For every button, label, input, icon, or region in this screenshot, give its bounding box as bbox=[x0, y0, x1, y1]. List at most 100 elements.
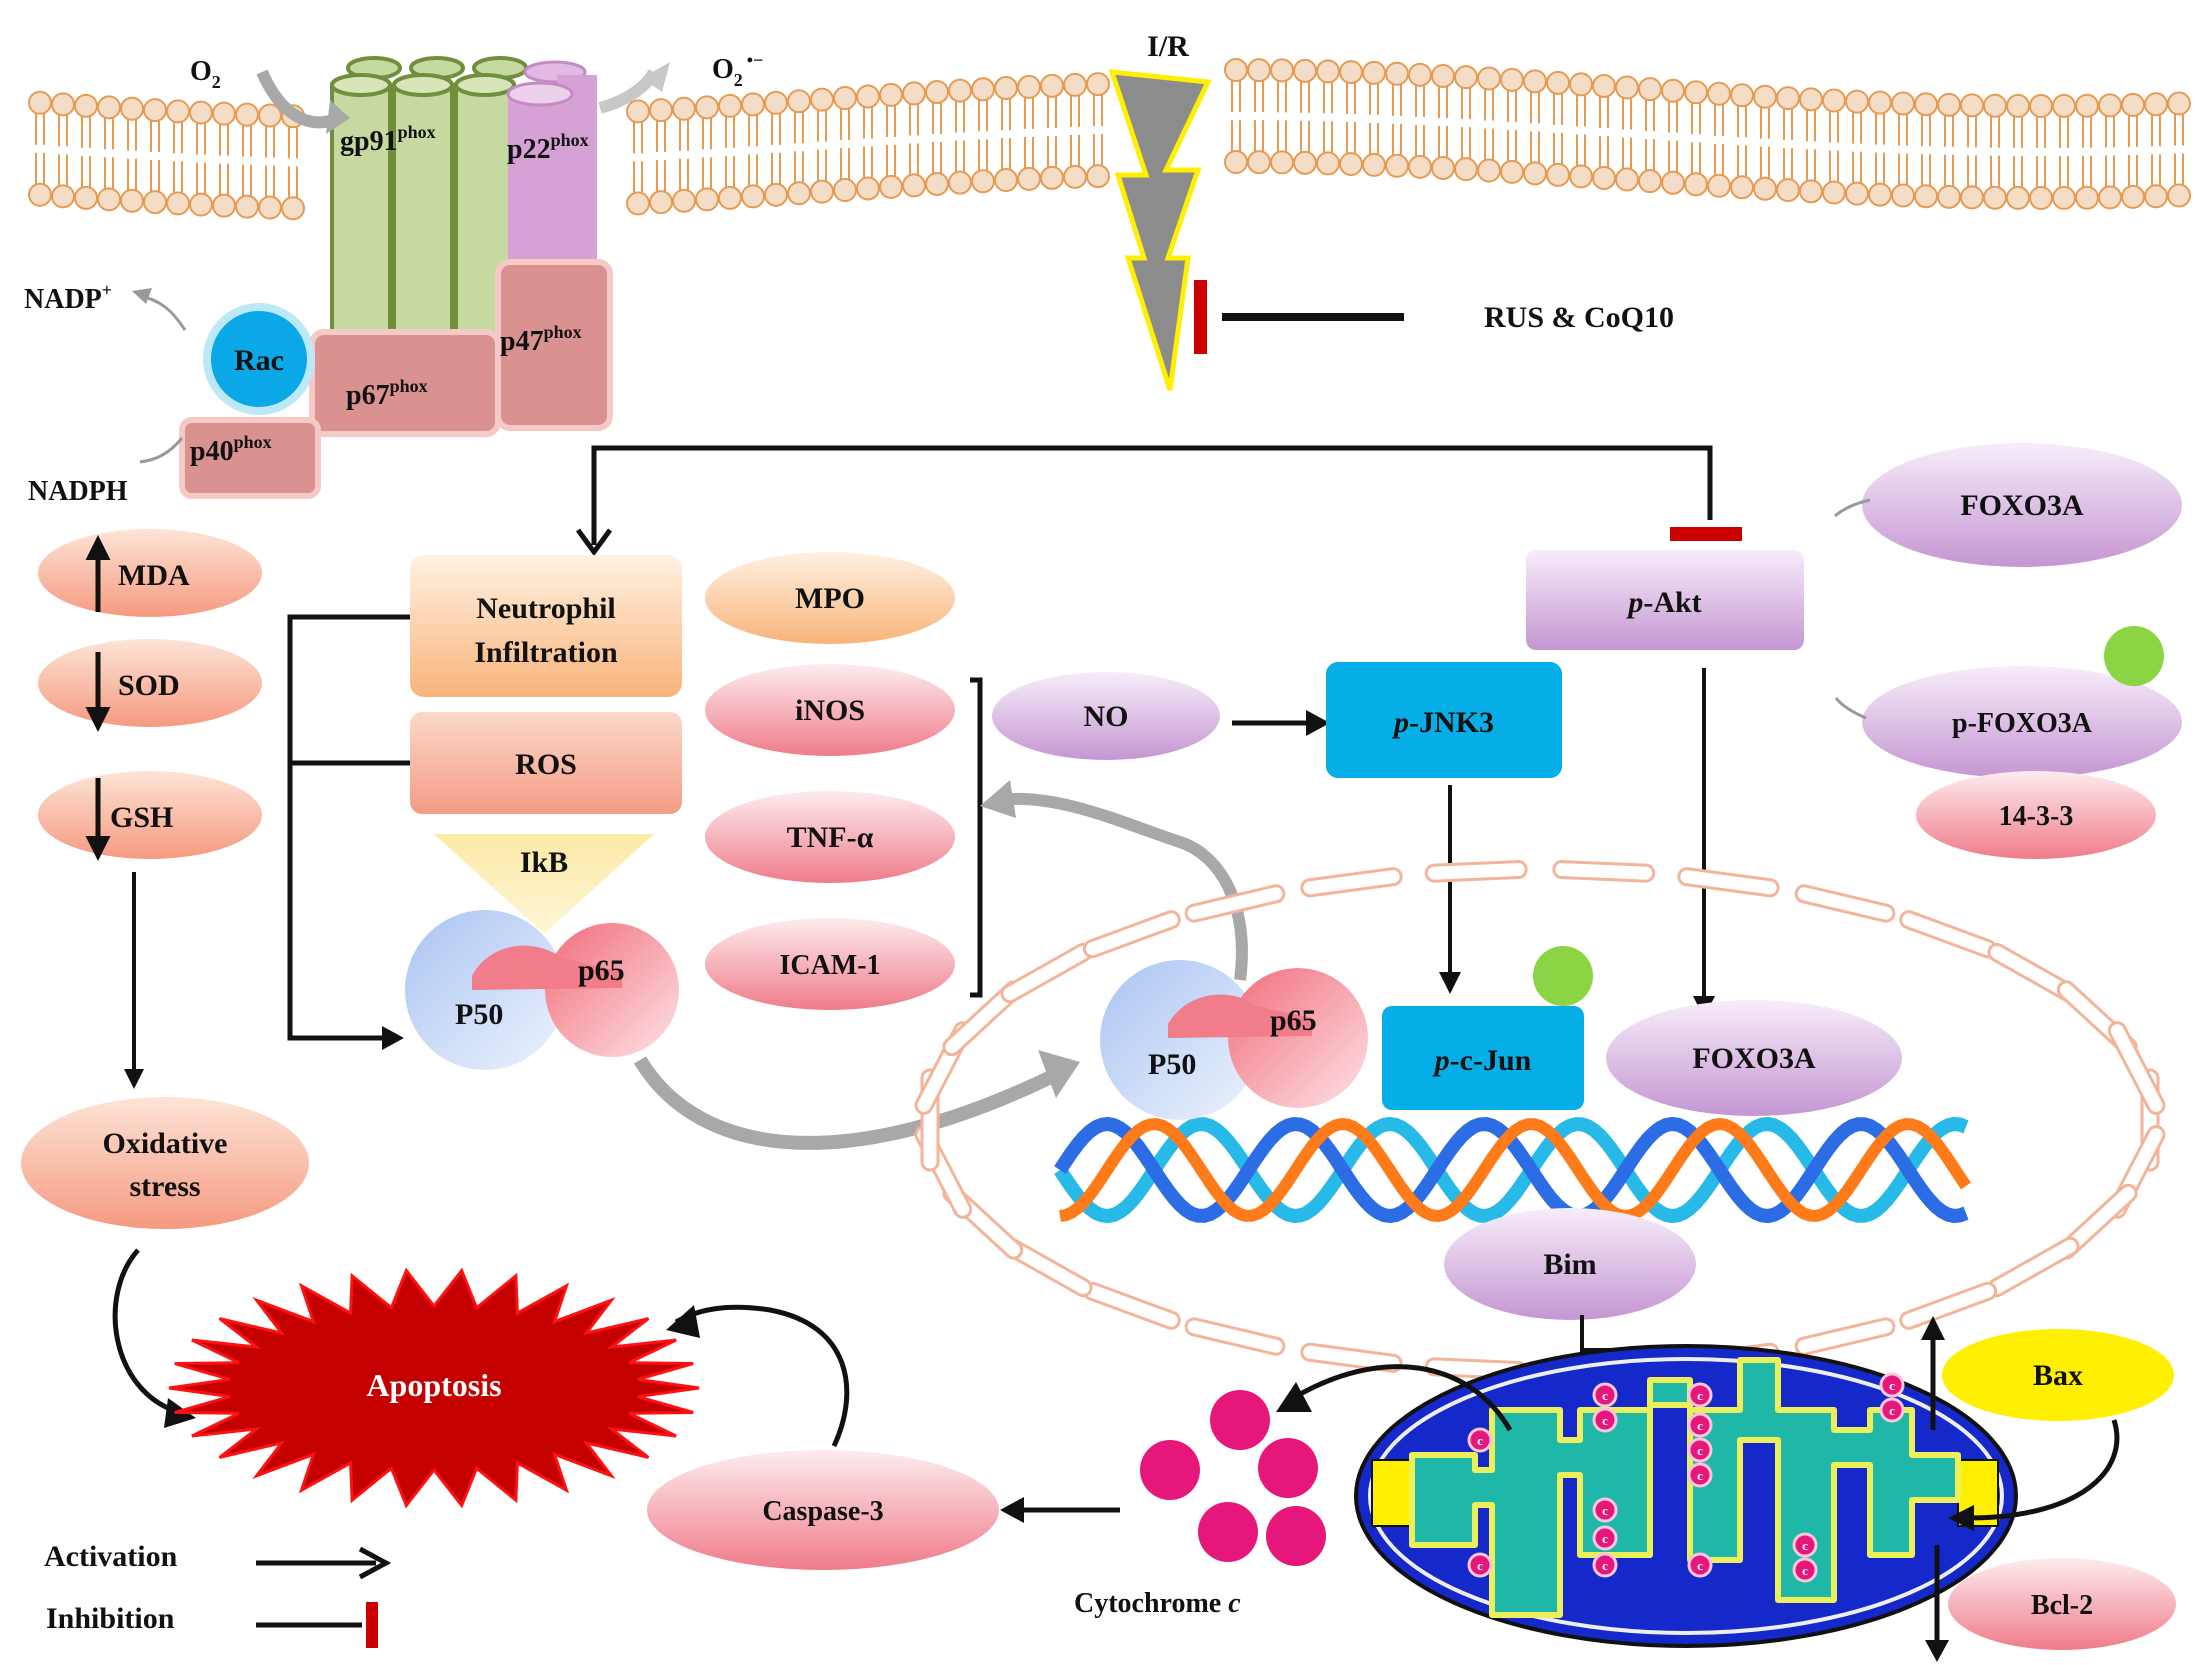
bim-ellipse bbox=[1444, 1208, 1696, 1320]
ir-to-neutrophil-arrowhead bbox=[575, 528, 613, 557]
mpo-label: MPO bbox=[795, 582, 865, 615]
svg-text:c: c bbox=[1602, 1413, 1608, 1428]
p65-label: p65 bbox=[578, 954, 625, 987]
cytochrome-c-label: Cytochrome c bbox=[1074, 1588, 1241, 1619]
svg-text:c: c bbox=[1477, 1433, 1483, 1448]
foxo3a-top-label: FOXO3A bbox=[1960, 489, 2084, 522]
nadp-arrowhead bbox=[132, 288, 152, 304]
inos-label: iNOS bbox=[795, 694, 865, 727]
oxidative-to-apoptosis-arrow bbox=[112, 1248, 179, 1415]
ir-label: I/R bbox=[1147, 30, 1189, 63]
o2-label: O2 bbox=[190, 56, 221, 92]
mda-label: MDA bbox=[118, 559, 190, 592]
no-to-jnk3-arrowhead bbox=[1306, 710, 1330, 736]
tnf-label: TNF-α bbox=[787, 821, 874, 854]
legend-inhibition-bar bbox=[366, 1602, 378, 1648]
caspase3-label: Caspase-3 bbox=[762, 1496, 883, 1527]
pakt-inhibit-bar bbox=[1670, 527, 1742, 541]
foxo3a-top-ellipse bbox=[1862, 443, 2182, 567]
bcl2-down-arrowhead bbox=[1925, 1640, 1949, 1662]
svg-text:c: c bbox=[1697, 1468, 1703, 1483]
rac-circle bbox=[203, 303, 315, 415]
pfoxo3a-ellipse bbox=[1862, 666, 2182, 778]
caspase3-ellipse bbox=[647, 1450, 999, 1570]
p47-label: p47phox bbox=[500, 322, 582, 357]
nadph-oxidase-complex: gp91phox p22phox p47phox p67phox p40phox… bbox=[179, 56, 613, 499]
legend: Activation Inhibition bbox=[44, 1540, 392, 1648]
rus-coq10-label: RUS & CoQ10 bbox=[1484, 301, 1674, 334]
o2-release-arrowhead bbox=[642, 62, 670, 92]
nfkb-cytosol: p65 P50 bbox=[405, 910, 679, 1070]
mito-release-arrow bbox=[1288, 1364, 1513, 1432]
svg-text:c: c bbox=[1889, 1378, 1895, 1393]
legend-activation-label: Activation bbox=[44, 1540, 178, 1573]
bcl2-label: Bcl-2 bbox=[2031, 1590, 2093, 1621]
no-ellipse bbox=[992, 672, 1220, 760]
svg-text:c: c bbox=[1477, 1558, 1483, 1573]
icam-ellipse bbox=[705, 918, 955, 1010]
cytochrome-c-cluster bbox=[1140, 1390, 1326, 1566]
lipid-bilayer-membrane bbox=[28, 58, 2191, 221]
inos-ellipse bbox=[705, 664, 955, 756]
left-bracket-connector bbox=[287, 614, 410, 1041]
p1433-ellipse bbox=[1916, 771, 2156, 859]
mito-release-arrowhead bbox=[1276, 1382, 1312, 1412]
ikb-label: IkB bbox=[520, 846, 568, 879]
gsh-label: GSH bbox=[110, 801, 173, 834]
apoptosis-label: Apoptosis bbox=[366, 1367, 501, 1403]
p40-label: p40phox bbox=[190, 432, 272, 467]
phospho-dot-foxo bbox=[2104, 626, 2164, 686]
p22-cylinders bbox=[506, 60, 597, 265]
pakt-box bbox=[1526, 550, 1804, 650]
neutrophil-label-1: Neutrophil bbox=[476, 592, 615, 625]
bax-ellipse bbox=[1942, 1329, 2174, 1421]
mediator-bracket bbox=[970, 677, 983, 998]
o2-uptake-arrowhead bbox=[326, 100, 350, 134]
p65-nucleus-label: p65 bbox=[1270, 1004, 1317, 1037]
bax-label: Bax bbox=[2033, 1359, 2083, 1392]
caspase-to-apoptosis-arrowhead bbox=[666, 1305, 700, 1338]
gp91-cylinders bbox=[330, 56, 528, 337]
pfoxo3a-label: p-FOXO3A bbox=[1952, 708, 2093, 739]
p40-subunit bbox=[179, 417, 321, 499]
to-nfkb-arrowhead bbox=[382, 1026, 404, 1050]
svg-text:c: c bbox=[1802, 1538, 1808, 1553]
nfkb-nucleus: p65 P50 bbox=[1100, 960, 1368, 1120]
oxidative-label-2: stress bbox=[129, 1170, 200, 1203]
sod-label: SOD bbox=[118, 669, 180, 702]
nfkb-feedback-arrow bbox=[999, 792, 1248, 981]
foxo3a-nucleus-label: FOXO3A bbox=[1692, 1042, 1816, 1075]
tnf-ellipse bbox=[705, 791, 955, 883]
legend-activation-arrowhead bbox=[358, 1546, 392, 1580]
oxidative-label-1: Oxidative bbox=[103, 1127, 228, 1160]
foxo3a-nucleus-ellipse bbox=[1606, 1000, 1902, 1116]
cytc-to-caspase-arrowhead bbox=[1000, 1497, 1024, 1523]
svg-text:c: c bbox=[1697, 1418, 1703, 1433]
svg-text:c: c bbox=[1602, 1503, 1608, 1518]
pakt-label: p-Akt bbox=[1625, 586, 1701, 619]
bim-label: Bim bbox=[1543, 1248, 1596, 1281]
caspase-to-apoptosis-arrow bbox=[674, 1304, 850, 1448]
svg-text:c: c bbox=[1697, 1388, 1703, 1403]
bax-to-mito-arrow bbox=[1959, 1419, 2120, 1521]
nadp-label: NADP+ bbox=[24, 280, 112, 315]
dna-helix bbox=[1054, 1116, 1971, 1224]
rac-label: Rac bbox=[234, 344, 284, 377]
sod-ellipse bbox=[38, 639, 262, 727]
apoptosis-starburst bbox=[168, 1267, 700, 1509]
svg-text:c: c bbox=[1802, 1563, 1808, 1578]
pjnk3-label: p-JNK3 bbox=[1391, 706, 1494, 739]
nfkb-feedback-arrowhead bbox=[980, 780, 1016, 818]
nfkb-translocation-arrow bbox=[634, 1056, 1059, 1150]
svg-text:c: c bbox=[1602, 1558, 1608, 1573]
no-label: NO bbox=[1084, 700, 1129, 733]
nadph-label: NADPH bbox=[28, 476, 128, 507]
p1433-label: 14-3-3 bbox=[1999, 801, 2074, 832]
p67-label: p67phox bbox=[346, 376, 428, 411]
phospho-dot-cjun bbox=[1533, 946, 1593, 1006]
svg-text:c: c bbox=[1602, 1531, 1608, 1546]
gp91-label: gp91phox bbox=[340, 122, 436, 157]
bcl2-ellipse bbox=[1948, 1558, 2176, 1650]
